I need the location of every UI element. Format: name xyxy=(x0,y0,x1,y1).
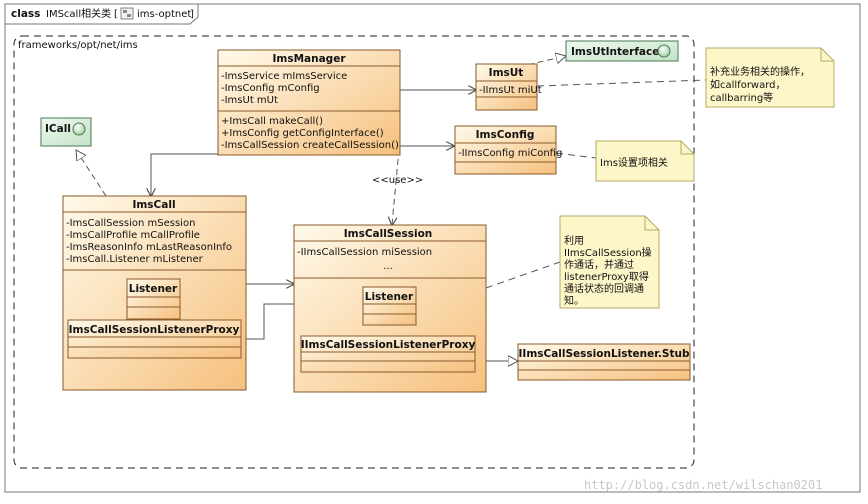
attribute: -ImsReasonInfo mLastReasonInfo xyxy=(66,242,232,253)
inner-class-listener-proxy: ImsCallSessionListenerProxy xyxy=(67,319,242,359)
frame-bracket-close: ] xyxy=(190,9,194,20)
frame-project: ims-optnet xyxy=(137,9,191,20)
frame-title-tab xyxy=(4,3,199,25)
class-name: ImsConfig xyxy=(476,129,535,141)
inner-class-listener-proxy: IImsCallSessionListenerProxy xyxy=(300,335,476,373)
attribute: -ImsCallSession mSession xyxy=(66,218,195,229)
class-name: ImsCallSession xyxy=(344,228,433,240)
note-anchor-session xyxy=(485,261,561,289)
svg-text:IImsCallSession操: IImsCallSession操 xyxy=(564,246,652,259)
class-ims-ut: ImsUt -IImsUt miUt xyxy=(475,63,542,111)
class-name: IImsCallSessionListener.Stub xyxy=(519,348,690,360)
operation: +ImsCall makeCall() xyxy=(221,116,323,127)
package-path: frameworks/opt/net/ims xyxy=(18,40,138,51)
attribute: -ImsUt mUt xyxy=(221,95,278,106)
interface-ims-ut-interface: ImsUtInterface xyxy=(565,40,679,62)
class-listener-stub: IImsCallSessionListener.Stub xyxy=(517,343,691,381)
class-ims-config: ImsConfig -IImsConfig miConfig xyxy=(454,125,562,175)
note-session: 利用 IImsCallSession操 作通话，并通过 listenerProx… xyxy=(559,215,660,309)
inner-class-listener: Listener xyxy=(126,278,181,320)
frame-name: IMScall相关类 xyxy=(46,7,111,20)
package-icon xyxy=(120,7,134,20)
attribute-ellipsis: ... xyxy=(383,261,393,272)
svg-text:callbarring等: callbarring等 xyxy=(710,91,773,104)
operation: +ImsConfig getConfigInterface() xyxy=(221,128,384,139)
note-config: Ims设置项相关 xyxy=(595,140,695,182)
class-ims-call: ImsCall -ImsCallSession mSession -ImsCal… xyxy=(62,195,247,391)
attribute: -IImsUt miUt xyxy=(479,85,542,96)
attribute: -ImsService mImsService xyxy=(221,71,347,82)
interface-name: ImsUtInterface xyxy=(571,46,659,58)
class-name: ImsCall xyxy=(132,199,175,211)
svg-text:Ims设置项相关: Ims设置项相关 xyxy=(600,156,668,169)
interface-ball-icon xyxy=(657,44,671,58)
class-name: ImsUt xyxy=(489,67,524,79)
interface-ball-icon xyxy=(72,122,86,136)
dependency-use xyxy=(392,148,400,225)
interface-icall: ICall xyxy=(40,117,92,147)
svg-text:Listener: Listener xyxy=(365,291,414,303)
watermark: http://blog.csdn.net/wilschan0201 xyxy=(584,478,822,492)
svg-text:IImsCallSessionListenerProxy: IImsCallSessionListenerProxy xyxy=(301,339,476,351)
svg-text:listenerProxy取得: listenerProxy取得 xyxy=(564,271,649,283)
svg-text:通话状态的回调通: 通话状态的回调通 xyxy=(564,282,644,295)
svg-text:知。: 知。 xyxy=(564,294,584,307)
svg-text:Listener: Listener xyxy=(129,283,178,295)
svg-text:补充业务相关的操作，: 补充业务相关的操作， xyxy=(710,65,810,78)
svg-text:作通话，并通过: 作通话，并通过 xyxy=(564,258,634,271)
attribute: -IImsConfig miConfig xyxy=(458,148,562,159)
inner-class-listener: Listener xyxy=(362,286,417,326)
realize-icall xyxy=(76,150,107,197)
class-ims-manager: ImsManager -ImsService mImsService -ImsC… xyxy=(217,49,401,156)
attribute: -IImsCallSession miSession xyxy=(297,247,432,258)
frame-keyword: class xyxy=(11,8,40,20)
svg-text:利用: 利用 xyxy=(564,235,584,247)
operation: -ImsCallSession createCallSession() xyxy=(221,140,399,151)
stereotype-use-label: <<use>> xyxy=(372,175,423,186)
attribute: -ImsCallProfile mCallProfile xyxy=(66,230,200,241)
svg-text:如callforward，: 如callforward， xyxy=(710,78,786,91)
frame-bracket-open: [ xyxy=(114,9,118,20)
attribute: -ImsConfig mConfig xyxy=(221,83,320,94)
note-anchor-config xyxy=(555,152,597,159)
interface-name: ICall xyxy=(45,123,71,135)
realize-ut-interface xyxy=(517,56,566,68)
assoc-manager-call xyxy=(151,153,218,196)
attribute: -ImsCall.Listener mListener xyxy=(66,254,204,265)
class-name: ImsManager xyxy=(272,53,346,65)
svg-text:ImsCallSessionListenerProxy: ImsCallSessionListenerProxy xyxy=(69,324,240,336)
note-anchor-ut xyxy=(536,79,707,87)
class-ims-call-session: ImsCallSession -IImsCallSession miSessio… xyxy=(293,224,487,393)
note-ut: 补充业务相关的操作， 如callforward， callbarring等 xyxy=(705,47,835,108)
